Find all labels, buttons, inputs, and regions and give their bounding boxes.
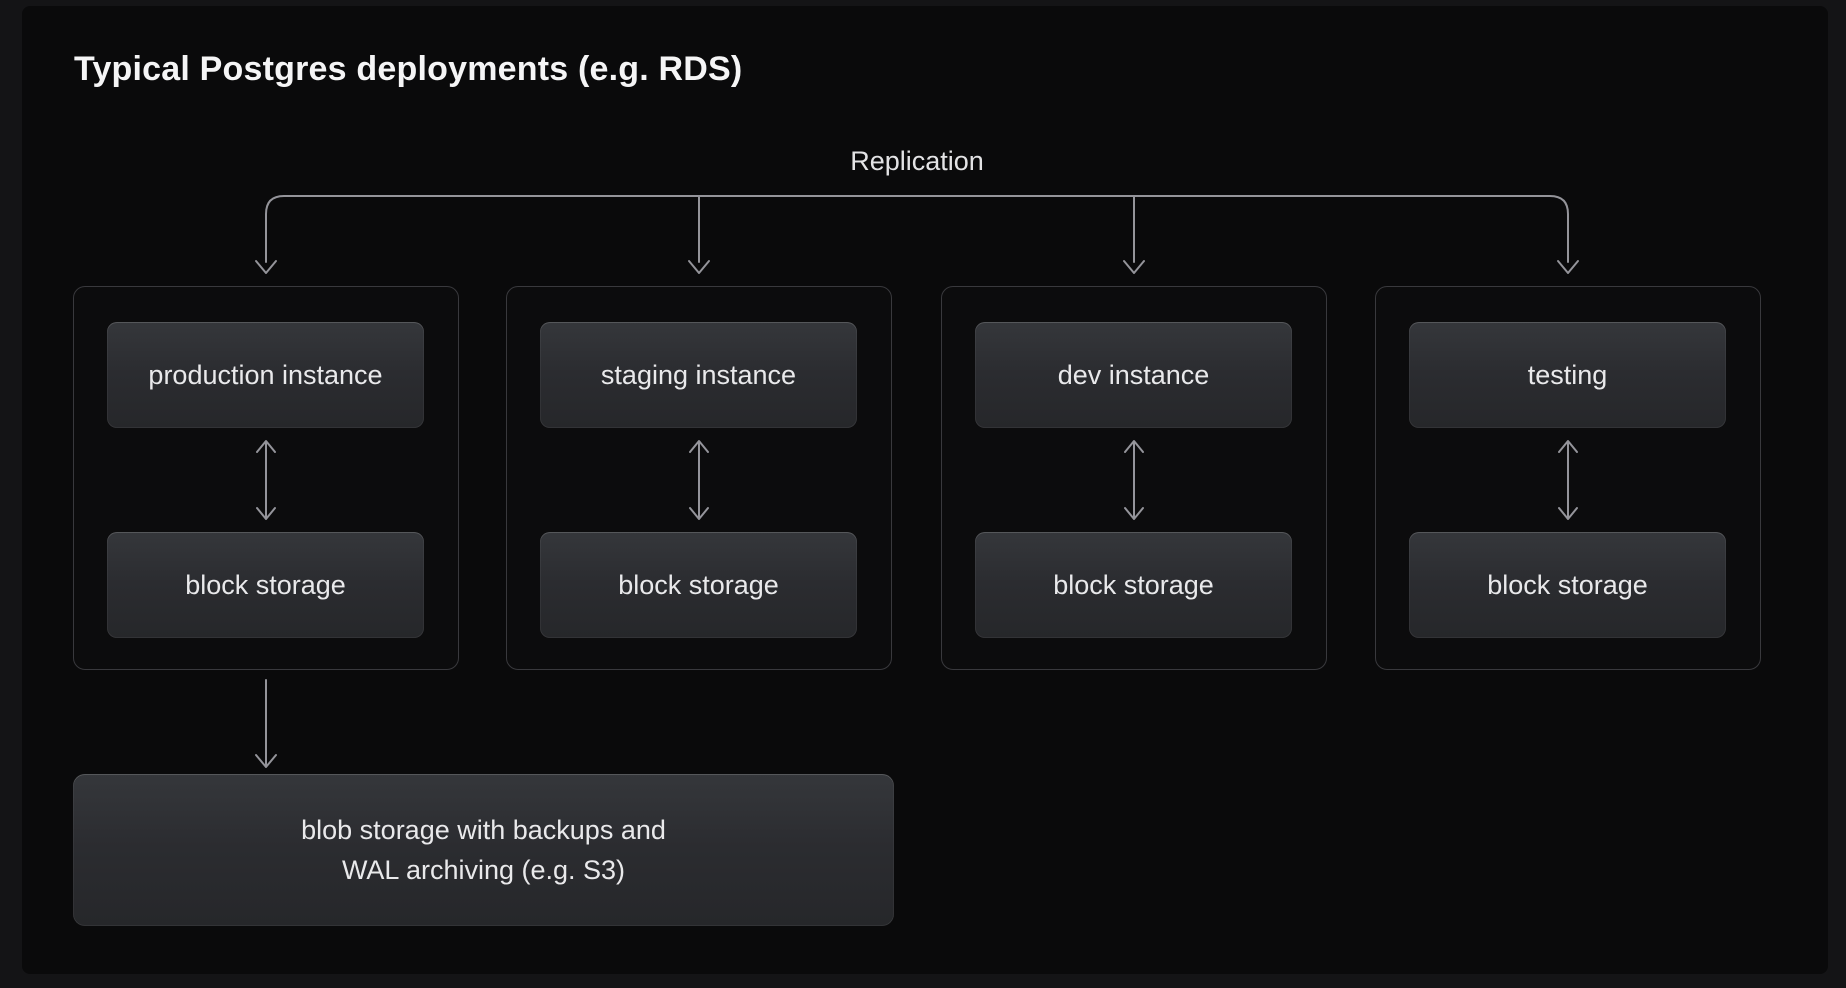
- deployment-group-dev: dev instance block storage: [941, 286, 1327, 670]
- node-production-instance: production instance: [107, 322, 424, 428]
- replication-label: Replication: [850, 146, 984, 176]
- node-label: block storage: [1053, 569, 1214, 600]
- node-label: block storage: [185, 569, 346, 600]
- node-label: production instance: [148, 359, 383, 390]
- blob-storage-line1: blob storage with backups and: [301, 815, 666, 845]
- deployment-group-staging: staging instance block storage: [506, 286, 892, 670]
- node-label: dev instance: [1057, 359, 1210, 390]
- node-staging-instance: staging instance: [540, 322, 857, 428]
- blob-storage-line2: WAL archiving (e.g. S3): [341, 855, 626, 885]
- deployment-group-testing: testing block storage: [1375, 286, 1761, 670]
- node-label: block storage: [618, 569, 779, 600]
- node-block-storage-4: block storage: [1409, 532, 1726, 638]
- node-dev-instance: dev instance: [975, 322, 1292, 428]
- node-block-storage-1: block storage: [107, 532, 424, 638]
- node-testing-instance: testing: [1409, 322, 1726, 428]
- node-blob-storage: blob storage with backups and WAL archiv…: [73, 774, 894, 926]
- node-label: block storage: [1487, 569, 1648, 600]
- node-block-storage-2: block storage: [540, 532, 857, 638]
- node-block-storage-3: block storage: [975, 532, 1292, 638]
- deployment-group-production: production instance block storage: [73, 286, 459, 670]
- node-label: staging instance: [600, 359, 797, 390]
- page-title: Typical Postgres deployments (e.g. RDS): [74, 50, 743, 88]
- node-label: testing: [1527, 359, 1608, 390]
